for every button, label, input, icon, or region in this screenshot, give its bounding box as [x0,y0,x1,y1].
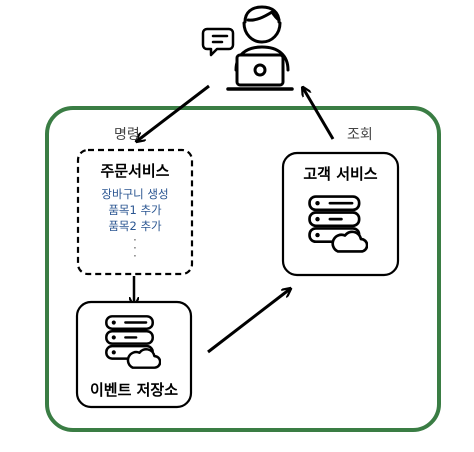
system-boundary [45,106,441,432]
command-arrow [137,84,210,141]
event-item: 품목1 추가 [108,203,162,217]
event-item: 품목2 추가 [108,219,162,233]
order-service-box [76,148,194,276]
person-with-laptop-icon [226,5,294,91]
customer-service-title: 고객 서비스 [303,165,378,183]
ellipsis: · · · [133,233,137,263]
event-item: 장바구니 생성 [101,187,169,201]
projection-arrow [207,289,290,354]
order-service-title: 주문서비스 [100,162,170,180]
chat-bubble-icon [201,27,235,57]
customer-service-box [281,151,400,277]
command-label: 명령 [114,127,140,143]
query-label: 조회 [347,127,373,143]
query-arrow [303,88,335,140]
event-store-title: 이벤트 저장소 [89,381,179,399]
